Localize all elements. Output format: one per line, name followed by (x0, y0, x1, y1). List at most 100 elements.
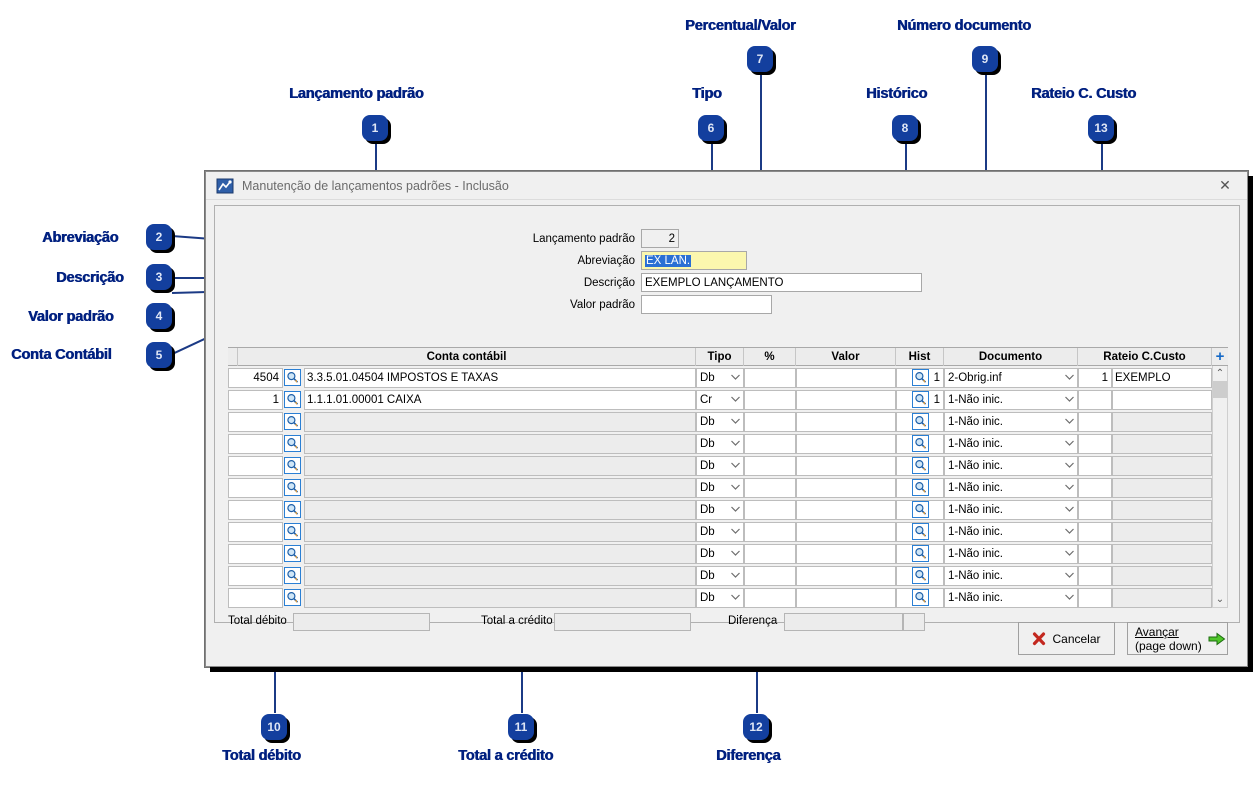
grid-header-documento[interactable]: Documento (944, 348, 1078, 366)
row-1-rateio-text[interactable] (1112, 390, 1212, 410)
row-9-rateio-text[interactable] (1112, 566, 1212, 586)
table-row[interactable]: Db 1-Não inic. (228, 456, 1228, 478)
row-0-rateio-num[interactable]: 1 (1078, 368, 1112, 388)
row-0-conta-magnifier-icon[interactable] (284, 369, 301, 386)
row-2-valor[interactable] (796, 412, 896, 432)
row-0-tipo[interactable]: Db (696, 368, 744, 388)
row-10-codigo[interactable] (228, 588, 283, 608)
row-3-codigo[interactable] (228, 434, 283, 454)
row-3-rateio-text[interactable] (1112, 434, 1212, 454)
scroll-thumb[interactable] (1213, 381, 1227, 398)
row-7-codigo[interactable] (228, 522, 283, 542)
row-1-percent[interactable] (744, 390, 796, 410)
row-9-codigo[interactable] (228, 566, 283, 586)
row-6-percent[interactable] (744, 500, 796, 520)
grid-header-tipo[interactable]: Tipo (696, 348, 744, 366)
row-3-conta-magnifier-icon[interactable] (284, 435, 301, 452)
row-6-rateio-num[interactable] (1078, 500, 1112, 520)
row-4-valor[interactable] (796, 456, 896, 476)
row-0-valor[interactable] (796, 368, 896, 388)
row-3-conta[interactable] (304, 434, 696, 454)
row-7-percent[interactable] (744, 522, 796, 542)
row-4-tipo[interactable]: Db (696, 456, 744, 476)
row-7-rateio-text[interactable] (1112, 522, 1212, 542)
row-7-tipo[interactable]: Db (696, 522, 744, 542)
row-5-rateio-num[interactable] (1078, 478, 1112, 498)
row-2-conta-magnifier-icon[interactable] (284, 413, 301, 430)
row-7-conta-magnifier-icon[interactable] (284, 523, 301, 540)
row-1-tipo[interactable]: Cr (696, 390, 744, 410)
grid-vertical-scrollbar[interactable]: ⌃ ⌄ (1212, 366, 1228, 608)
close-icon[interactable]: ✕ (1219, 177, 1231, 193)
row-10-hist-magnifier-icon[interactable] (912, 589, 929, 606)
row-10-rateio-text[interactable] (1112, 588, 1212, 608)
row-0-conta[interactable]: 3.3.5.01.04504 IMPOSTOS E TAXAS (304, 368, 696, 388)
abreviacao-field[interactable]: EX LAN. (641, 251, 747, 270)
row-1-hist-magnifier-icon[interactable] (912, 391, 929, 408)
row-2-percent[interactable] (744, 412, 796, 432)
row-3-valor[interactable] (796, 434, 896, 454)
row-4-rateio-text[interactable] (1112, 456, 1212, 476)
cancel-button[interactable]: Cancelar (1018, 622, 1115, 655)
row-5-conta[interactable] (304, 478, 696, 498)
row-6-conta-magnifier-icon[interactable] (284, 501, 301, 518)
row-8-hist-magnifier-icon[interactable] (912, 545, 929, 562)
row-2-codigo[interactable] (228, 412, 283, 432)
row-2-documento[interactable]: 1-Não inic. (944, 412, 1078, 432)
row-10-tipo[interactable]: Db (696, 588, 744, 608)
row-7-valor[interactable] (796, 522, 896, 542)
row-8-rateio-num[interactable] (1078, 544, 1112, 564)
row-2-rateio-text[interactable] (1112, 412, 1212, 432)
row-7-conta[interactable] (304, 522, 696, 542)
row-6-valor[interactable] (796, 500, 896, 520)
row-2-rateio-num[interactable] (1078, 412, 1112, 432)
row-0-codigo[interactable]: 4504 (228, 368, 283, 388)
add-row-icon[interactable]: + (1215, 348, 1225, 365)
row-1-codigo[interactable]: 1 (228, 390, 283, 410)
row-4-conta[interactable] (304, 456, 696, 476)
table-row[interactable]: Db 1-Não inic. (228, 588, 1228, 610)
row-9-percent[interactable] (744, 566, 796, 586)
row-10-conta[interactable] (304, 588, 696, 608)
row-1-conta[interactable]: 1.1.1.01.00001 CAIXA (304, 390, 696, 410)
row-6-conta[interactable] (304, 500, 696, 520)
row-4-rateio-num[interactable] (1078, 456, 1112, 476)
row-1-rateio-num[interactable] (1078, 390, 1112, 410)
grid-header-percent[interactable]: % (744, 348, 796, 366)
row-4-hist-magnifier-icon[interactable] (912, 457, 929, 474)
row-4-codigo[interactable] (228, 456, 283, 476)
lancamento-padrao-field[interactable]: 2 (641, 229, 679, 248)
valor-padrao-field[interactable] (641, 295, 772, 314)
row-9-documento[interactable]: 1-Não inic. (944, 566, 1078, 586)
row-10-rateio-num[interactable] (1078, 588, 1112, 608)
row-1-documento[interactable]: 1-Não inic. (944, 390, 1078, 410)
row-3-hist-magnifier-icon[interactable] (912, 435, 929, 452)
row-5-rateio-text[interactable] (1112, 478, 1212, 498)
row-2-conta[interactable] (304, 412, 696, 432)
row-4-documento[interactable]: 1-Não inic. (944, 456, 1078, 476)
row-8-conta-magnifier-icon[interactable] (284, 545, 301, 562)
row-4-conta-magnifier-icon[interactable] (284, 457, 301, 474)
row-3-rateio-num[interactable] (1078, 434, 1112, 454)
row-5-codigo[interactable] (228, 478, 283, 498)
row-10-documento[interactable]: 1-Não inic. (944, 588, 1078, 608)
row-8-codigo[interactable] (228, 544, 283, 564)
row-6-rateio-text[interactable] (1112, 500, 1212, 520)
row-8-percent[interactable] (744, 544, 796, 564)
row-3-percent[interactable] (744, 434, 796, 454)
row-1-valor[interactable] (796, 390, 896, 410)
row-7-rateio-num[interactable] (1078, 522, 1112, 542)
row-3-tipo[interactable]: Db (696, 434, 744, 454)
descricao-field[interactable]: EXEMPLO LANÇAMENTO (641, 273, 922, 292)
row-9-hist-magnifier-icon[interactable] (912, 567, 929, 584)
row-7-documento[interactable]: 1-Não inic. (944, 522, 1078, 542)
row-2-hist-magnifier-icon[interactable] (912, 413, 929, 430)
row-5-conta-magnifier-icon[interactable] (284, 479, 301, 496)
row-0-documento[interactable]: 2-Obrig.inf (944, 368, 1078, 388)
